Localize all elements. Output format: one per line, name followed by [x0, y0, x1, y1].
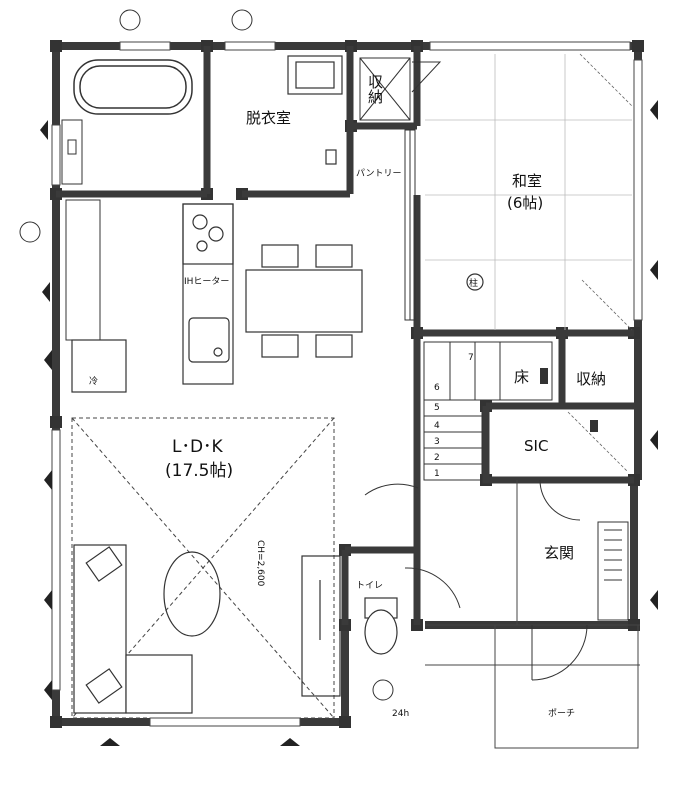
svg-text:柱: 柱 [469, 277, 478, 289]
ceiling-height: CH=2,600 [255, 540, 265, 587]
sic-label: SIC [524, 437, 548, 455]
thin-lines [425, 480, 640, 749]
storage-top [359, 57, 442, 121]
porch-label: ポーチ [548, 708, 575, 719]
svg-text:5: 5 [434, 403, 440, 413]
coffee-table [163, 551, 221, 637]
entrance-door [531, 479, 588, 681]
toilet-door [364, 483, 461, 609]
pantry-door [404, 129, 416, 321]
entrance-label: 玄関 [544, 544, 574, 562]
storage-mid-label: 収納 [576, 370, 606, 388]
kitchen-counter [182, 203, 234, 385]
svg-text:7: 7 [468, 353, 474, 363]
japanese-room-label: 和室 [512, 172, 542, 190]
fridge-label: 冷 [89, 375, 98, 387]
sic-marker [590, 420, 598, 432]
floor-marker [540, 368, 548, 384]
pillar-mark: 柱 [466, 273, 484, 291]
washroom-label: 脱衣室 [246, 109, 291, 127]
interior-walls [56, 46, 634, 625]
windows [51, 41, 643, 727]
kitchen-shelf [65, 199, 101, 341]
direction-marks [40, 100, 658, 746]
floor-label: 床 [514, 368, 529, 386]
washbasin [287, 55, 343, 165]
ldk-size: (17.5帖) [165, 461, 233, 481]
storage-top-label: 収納 [366, 74, 384, 105]
sofa [73, 544, 193, 714]
ih-cooktop [182, 203, 234, 265]
shoe-cabinet [597, 521, 629, 621]
vent-fans [19, 9, 394, 701]
japanese-room-size: (6帖) [507, 194, 543, 212]
duct-label: 24h [392, 709, 409, 719]
staircase [423, 341, 553, 481]
svg-text:4: 4 [434, 421, 440, 431]
bath-fixtures [61, 119, 83, 185]
fire-beams [567, 53, 633, 473]
svg-text:1: 1 [434, 469, 440, 479]
ldk-label: L･D･K [172, 437, 224, 457]
bathtub [73, 59, 193, 115]
svg-text:6: 6 [434, 383, 440, 393]
fridge [71, 339, 127, 393]
pantry-label: パントリー [356, 168, 401, 179]
toilet-fixture [364, 597, 398, 655]
toilet-label: トイレ [356, 581, 383, 591]
tatami-grid [425, 54, 632, 330]
ih-label: IHヒーター [184, 276, 229, 287]
stair-numbers: 1 2 3 4 5 6 7 [434, 353, 474, 479]
svg-text:2: 2 [434, 453, 440, 463]
tv-board [301, 555, 341, 697]
dining-table [245, 244, 363, 358]
svg-text:3: 3 [434, 437, 440, 447]
